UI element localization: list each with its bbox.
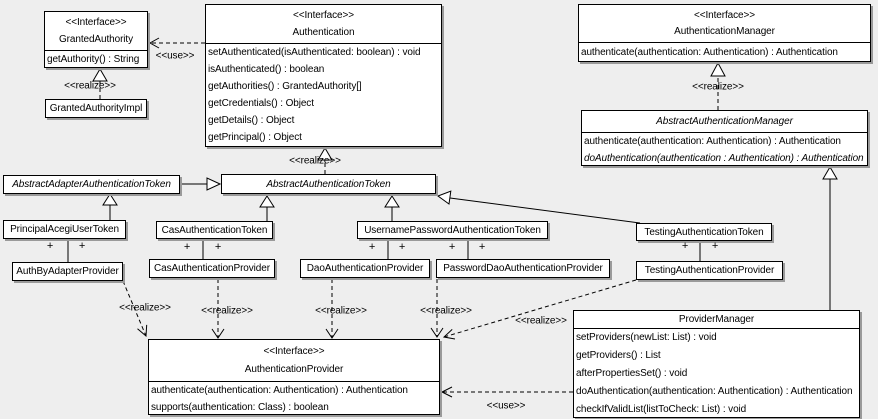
class-cas-authentication-provider[interactable]: CasAuthenticationProvider <box>149 259 275 278</box>
method: isAuthenticated() : boolean <box>208 64 325 75</box>
class-name: GrantedAuthority <box>59 33 133 45</box>
class-name: ProviderManager <box>678 314 755 325</box>
realize-label: <<realize>> <box>119 302 171 314</box>
class-dao-authentication-provider[interactable]: DaoAuthenticationProvider <box>300 259 430 278</box>
class-name: TestingAuthenticationProvider <box>644 265 775 276</box>
class-abstract-adapter-authentication-token[interactable]: AbstractAdapterAuthenticationToken <box>3 175 180 194</box>
class-cas-authentication-token[interactable]: CasAuthenticationToken <box>156 221 273 239</box>
class-name: UsernamePasswordAuthenticationToken <box>364 224 541 236</box>
method: setProviders(newList: List) : void <box>576 332 717 343</box>
multiplicity-plus: + <box>478 241 486 253</box>
class-name: DaoAuthenticationProvider <box>306 263 424 274</box>
class-abstract-authentication-manager[interactable]: AbstractAuthenticationManager authentica… <box>581 110 868 166</box>
class-username-password-authentication-token[interactable]: UsernamePasswordAuthenticationToken <box>357 221 548 239</box>
multiplicity-plus: + <box>78 240 86 252</box>
realize-label: <<realize>> <box>515 315 567 327</box>
multiplicity-plus: + <box>214 241 222 253</box>
class-authentication-provider[interactable]: <<Interface>> AuthenticationProvider aut… <box>148 339 440 415</box>
class-name: TestingAuthenticationToken <box>644 226 764 238</box>
class-granted-authority[interactable]: <<Interface>> GrantedAuthority getAuthor… <box>44 11 148 68</box>
stereotype-label: <<Interface>> <box>293 10 354 22</box>
class-name: AbstractAuthenticationManager <box>656 116 793 127</box>
class-name: PasswordDaoAuthenticationProvider <box>443 263 603 274</box>
class-principal-acegi-user-token[interactable]: PrincipalAcegiUserToken <box>3 220 126 239</box>
method: doAuthentication(authentication: Authent… <box>576 386 853 397</box>
class-name: CasAuthenticationProvider <box>154 263 270 274</box>
method: getCredentials() : Object <box>208 98 314 109</box>
realize-label: <<realize>> <box>64 80 116 92</box>
use-label: <<use>> <box>155 50 195 62</box>
class-testing-authentication-provider[interactable]: TestingAuthenticationProvider <box>636 261 783 280</box>
class-abstract-authentication-token[interactable]: AbstractAuthenticationToken <box>221 174 436 194</box>
class-provider-manager[interactable]: ProviderManager setProviders(newList: Li… <box>573 310 860 418</box>
method: getProviders() : List <box>576 350 661 361</box>
method: getAuthorities() : GrantedAuthority[] <box>208 81 362 92</box>
class-name: Authentication <box>292 26 355 38</box>
realize-label: <<realize>> <box>289 155 341 167</box>
method: authenticate(authentication: Authenticat… <box>151 385 408 396</box>
realize-label: <<realize>> <box>201 305 253 317</box>
realize-label: <<realize>> <box>692 81 744 93</box>
class-name: PrincipalAcegiUserToken <box>10 224 119 235</box>
method: afterPropertiesSet() : void <box>576 368 688 379</box>
multiplicity-plus: + <box>183 241 191 253</box>
class-name: AbstractAuthenticationToken <box>266 178 391 190</box>
method: setAuthenticated(isAuthenticated: boolea… <box>208 47 421 58</box>
multiplicity-plus: + <box>398 241 406 253</box>
class-name: AuthenticationProvider <box>244 363 344 375</box>
realize-label: <<realize>> <box>315 305 367 317</box>
multiplicity-plus: + <box>711 240 719 252</box>
method: authenticate(authentication: Authenticat… <box>584 136 841 147</box>
multiplicity-plus: + <box>368 241 376 253</box>
class-name: CasAuthenticationToken <box>161 224 268 236</box>
class-authentication[interactable]: <<Interface>> Authentication setAuthenti… <box>205 4 442 147</box>
stereotype-label: <<Interface>> <box>65 17 127 29</box>
method: getPrincipal() : Object <box>208 132 302 143</box>
class-testing-authentication-token[interactable]: TestingAuthenticationToken <box>636 223 772 241</box>
use-label: <<use>> <box>486 400 526 412</box>
class-name: GrantedAuthorityImpl <box>49 103 143 114</box>
method: doAuthentication(authentication : Authen… <box>584 153 864 164</box>
method: getDetails() : Object <box>208 115 295 126</box>
class-name: AuthenticationManager <box>674 26 775 37</box>
realize-label: <<realize>> <box>420 305 472 317</box>
multiplicity-plus: + <box>46 240 54 252</box>
class-password-dao-authentication-provider[interactable]: PasswordDaoAuthenticationProvider <box>436 259 610 278</box>
multiplicity-plus: + <box>681 240 689 252</box>
method: getAuthority() : String <box>47 54 140 65</box>
class-name: AbstractAdapterAuthenticationToken <box>12 179 171 190</box>
method: checkIfValidList(listToCheck: List) : vo… <box>576 404 747 415</box>
class-name: AuthByAdapterProvider <box>16 266 119 277</box>
class-granted-authority-impl[interactable]: GrantedAuthorityImpl <box>45 99 147 118</box>
stereotype-label: <<Interface>> <box>694 10 755 21</box>
class-auth-by-adapter-provider[interactable]: AuthByAdapterProvider <box>12 262 123 281</box>
multiplicity-plus: + <box>448 241 456 253</box>
method: supports(authentication: Class) : boolea… <box>151 402 329 413</box>
stereotype-label: <<Interface>> <box>263 346 325 358</box>
class-authentication-manager[interactable]: <<Interface>> AuthenticationManager auth… <box>578 4 871 62</box>
method: authenticate(authentication: Authenticat… <box>581 47 838 58</box>
